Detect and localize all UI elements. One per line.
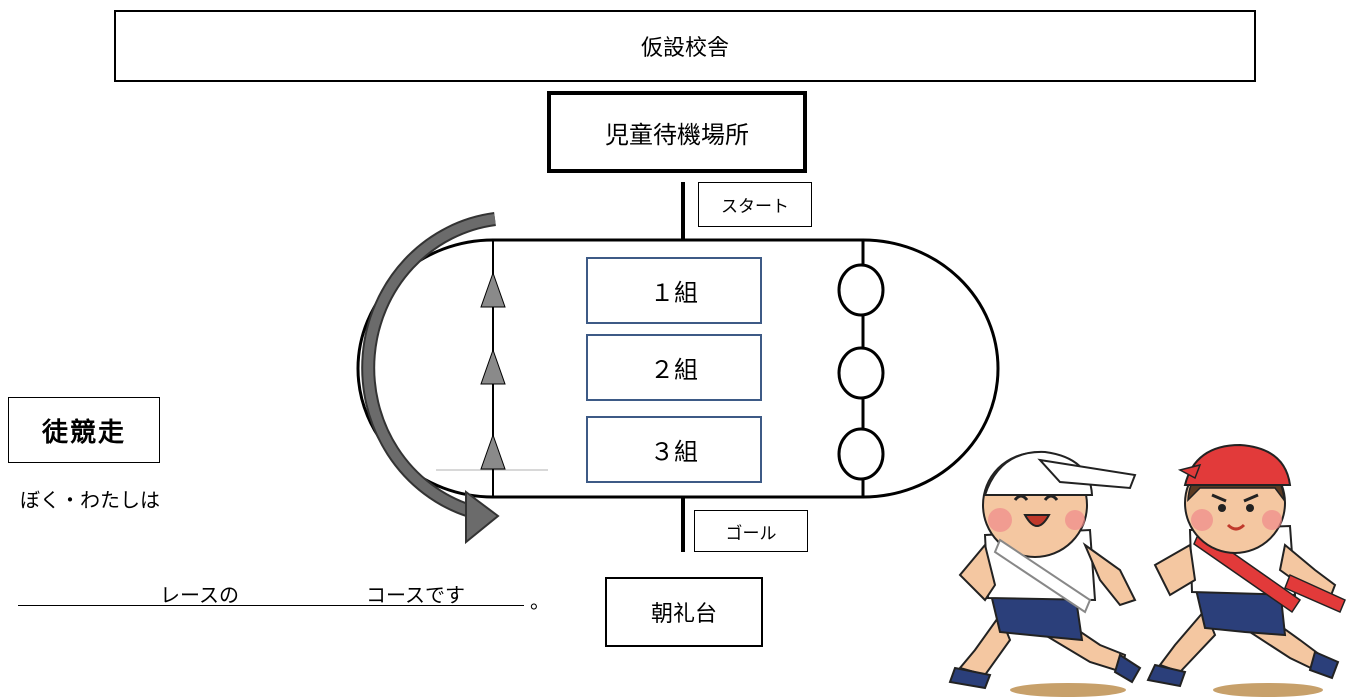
- event-title: 徒競走: [41, 417, 126, 448]
- start-label-box: スタート: [698, 182, 812, 227]
- fill-in-sentence: レースの コースです: [18, 579, 524, 607]
- sentence-period: 。: [530, 589, 550, 613]
- cheek-shape: [1065, 510, 1085, 530]
- cap-brim-shape: [1037, 458, 1137, 490]
- sash-shape: [993, 538, 1092, 614]
- shadow-shape: [1010, 683, 1126, 697]
- cap-brim-shape: [1177, 463, 1202, 480]
- intro-text: ぼく・わたしは: [20, 488, 160, 512]
- lane-marker-circle: [837, 346, 885, 400]
- event-title-box: 徒競走: [8, 397, 160, 463]
- shadow-shape: [1213, 683, 1323, 697]
- arm-shape: [1153, 543, 1197, 597]
- group-1-label: １組: [650, 279, 698, 307]
- arrow-head: [465, 490, 500, 545]
- arm-shape: [1082, 542, 1137, 607]
- temporary-school-building: 仮設校舎: [114, 10, 1256, 82]
- direction-triangle: [480, 271, 506, 308]
- race-text: レースの: [160, 583, 239, 607]
- shoe-shape: [1308, 650, 1340, 680]
- group-3-box: ３組: [586, 416, 762, 483]
- child-red-cap: [1146, 443, 1346, 688]
- baton-shape: [1284, 573, 1346, 613]
- arm-shape: [958, 542, 997, 602]
- eyebrow-shape: [1211, 493, 1227, 503]
- cheek-shape: [988, 508, 1012, 532]
- cheek-shape: [1262, 510, 1282, 530]
- goal-label-box: ゴール: [694, 510, 808, 552]
- start-label: スタート: [721, 197, 789, 217]
- lane-marker-circle: [837, 263, 885, 317]
- child-white-cap: [948, 450, 1142, 690]
- course-text: コースです: [366, 583, 465, 607]
- shoe-shape: [1146, 663, 1187, 688]
- shoe-shape: [1113, 653, 1142, 684]
- cap-shape: [1183, 443, 1292, 486]
- shoe-shape: [948, 666, 992, 690]
- eyebrow-shape: [1243, 493, 1259, 503]
- direction-triangle: [480, 433, 506, 470]
- platform-label: 朝礼台: [650, 602, 717, 627]
- cheek-shape: [1191, 509, 1213, 531]
- goal-label: ゴール: [725, 523, 777, 544]
- eye-shape: [1218, 504, 1226, 512]
- building-label: 仮設校舎: [640, 36, 729, 61]
- waiting-area-box: 児童待機場所: [547, 91, 807, 173]
- running-direction-arrow: [363, 214, 496, 516]
- waiting-area-label: 児童待機場所: [605, 120, 749, 149]
- group-1-box: １組: [586, 257, 762, 324]
- group-2-label: ２組: [650, 356, 698, 384]
- direction-triangle: [480, 348, 506, 385]
- mouth-shape: [1023, 514, 1051, 527]
- group-3-label: ３組: [650, 438, 698, 466]
- lane-marker-circle: [837, 427, 885, 481]
- group-2-box: ２組: [586, 334, 762, 401]
- mouth-shape: [1226, 523, 1246, 531]
- eye-shape: [1246, 504, 1254, 512]
- morning-assembly-platform: 朝礼台: [605, 577, 763, 647]
